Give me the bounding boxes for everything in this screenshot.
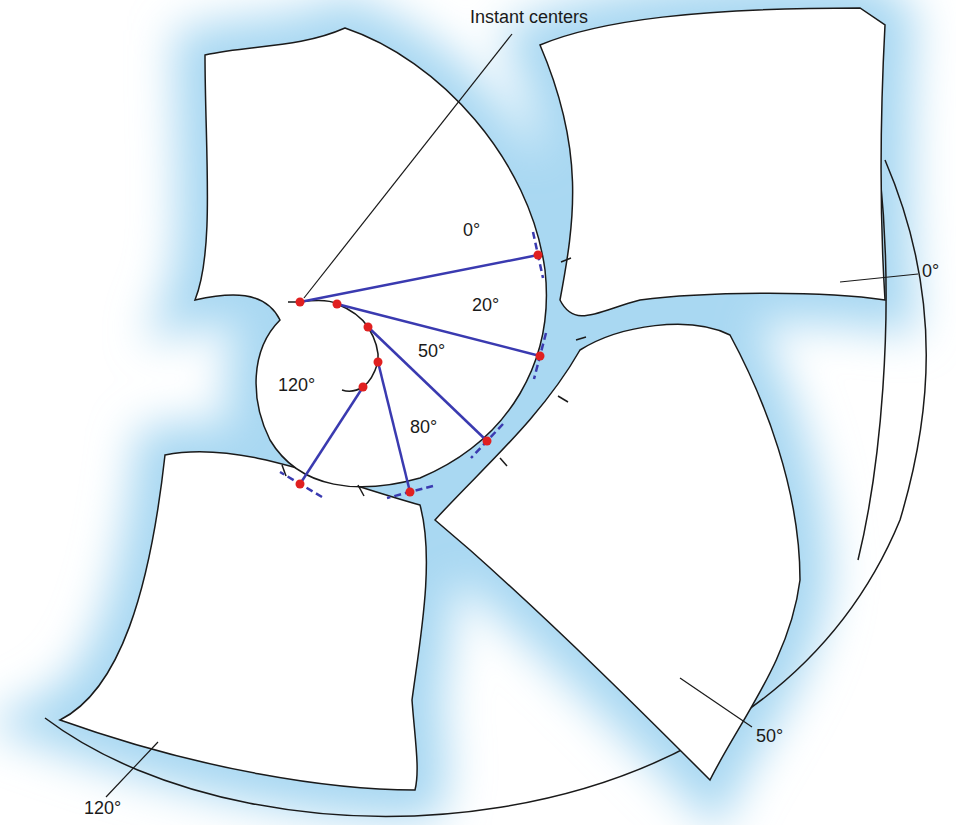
contact-tangents (280, 232, 546, 498)
femur (195, 28, 546, 487)
angle-label: 80° (410, 418, 437, 438)
angle-label: 50° (418, 342, 445, 362)
tibia-0 (540, 8, 885, 316)
leader-lines (106, 34, 918, 797)
angle-label: 20° (472, 296, 499, 316)
contact-lines (300, 255, 540, 492)
angle-label: 120° (278, 376, 315, 396)
position-label: 0° (922, 262, 939, 282)
blue-glow (60, 8, 885, 790)
position-label: 120° (84, 799, 121, 819)
leader-label: Instant centers (470, 8, 588, 28)
tick-marks (282, 258, 586, 496)
angle-label: 0° (463, 221, 480, 241)
position-label: 50° (756, 727, 783, 747)
tibia-120 (60, 452, 426, 790)
instant-center-dots (296, 251, 545, 497)
